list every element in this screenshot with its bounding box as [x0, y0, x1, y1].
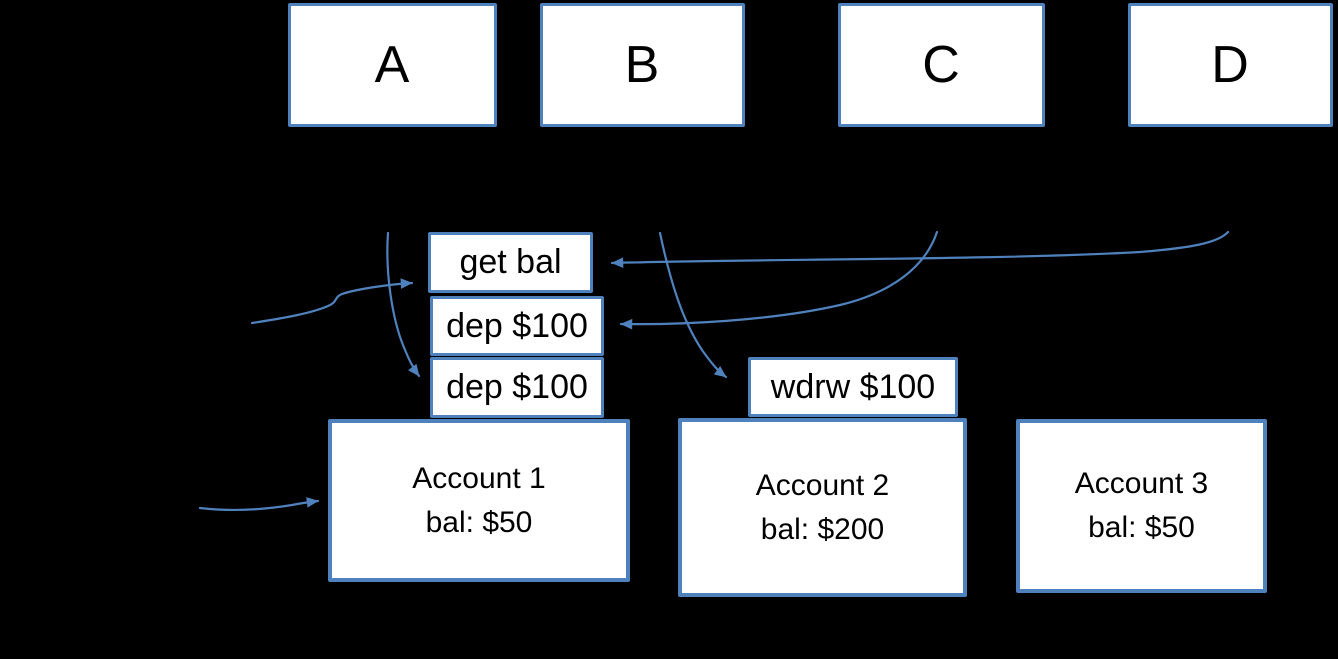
op-dep-100-upper-box: dep $100	[430, 296, 604, 356]
op-wdrw-100-label: wdrw $100	[770, 367, 936, 406]
arrow-thread-d-to-get-bal	[610, 230, 1230, 268]
account-1-name: Account 1	[412, 461, 546, 495]
thread-box-a: A	[288, 3, 497, 127]
op-wdrw-100-box: wdrw $100	[748, 357, 958, 417]
account-2-box: Account 2 bal: $200	[678, 418, 967, 597]
account-2-balance: bal: $200	[760, 512, 885, 546]
arrow-left-to-get-bal	[250, 278, 414, 325]
op-dep-100-lower-box: dep $100	[430, 357, 604, 418]
thread-label-b: B	[624, 36, 661, 94]
arrow-left-to-account-1	[198, 497, 320, 511]
account-3-balance: bal: $50	[1088, 511, 1195, 544]
arrow-thread-a-to-dep-lower	[386, 231, 421, 378]
thread-label-d: D	[1211, 36, 1250, 94]
arrow-thread-c-to-dep-upper	[619, 230, 939, 330]
account-3-box: Account 3 bal: $50	[1016, 419, 1267, 593]
thread-box-d: D	[1128, 3, 1333, 127]
op-get-bal-label: get bal	[459, 243, 562, 281]
arrow-thread-b-to-wdrw	[658, 231, 728, 379]
account-1-box: Account 1 bal: $50	[328, 419, 630, 582]
account-1-balance: bal: $50	[425, 505, 533, 539]
thread-box-c: C	[838, 3, 1045, 127]
op-get-bal-box: get bal	[428, 232, 593, 293]
thread-label-c: C	[922, 36, 961, 94]
op-dep-100-upper-label: dep $100	[446, 306, 588, 345]
account-3-name: Account 3	[1074, 467, 1209, 500]
thread-box-b: B	[540, 3, 745, 127]
thread-label-a: A	[374, 36, 411, 94]
account-2-name: Account 2	[755, 468, 890, 502]
op-dep-100-lower-label: dep $100	[446, 368, 588, 406]
